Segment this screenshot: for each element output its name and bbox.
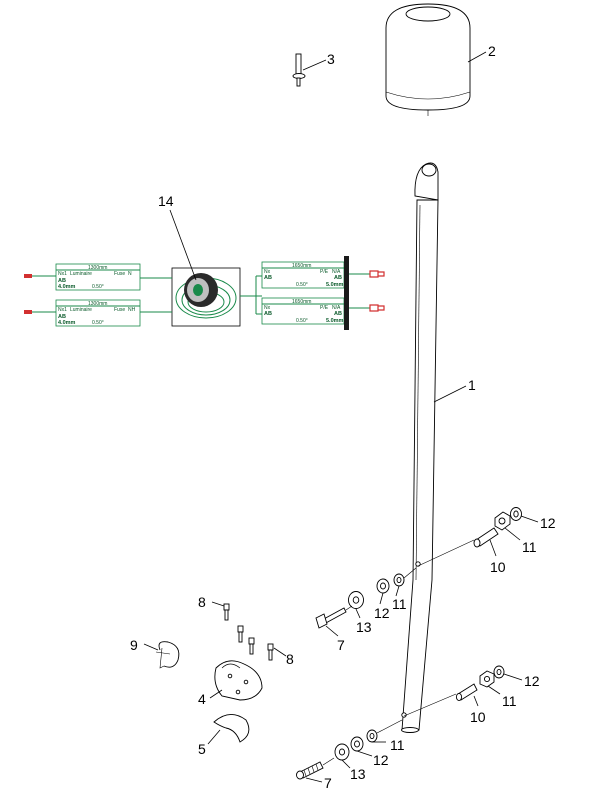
- callout-14: 14: [158, 193, 174, 209]
- svg-text:Nx: Nx: [264, 305, 271, 311]
- leader-11-upper: [504, 527, 521, 541]
- leader-7-upper: [325, 625, 339, 637]
- connector-left-bottom: [24, 310, 32, 314]
- svg-text:AB: AB: [58, 314, 66, 320]
- wiring-box-top-left: 1300mm Nx1 Luminaire Fuse N AB 4.0mm 0.5…: [55, 263, 141, 291]
- callout-5: 5: [198, 741, 206, 757]
- leader-14: [169, 209, 197, 281]
- leader-12-lower-right: [503, 673, 523, 681]
- leader-12-lower: [356, 750, 373, 757]
- wiring-box-top-right: 1650mm Nx P/E N/A AB AB 0.50° 5.0mm: [261, 261, 345, 289]
- svg-text:AB: AB: [334, 275, 342, 281]
- svg-text:P/E: P/E: [320, 269, 329, 275]
- leader-11-lower-right: [487, 685, 501, 695]
- part-4-base-cover: [214, 660, 263, 701]
- svg-text:AB: AB: [58, 278, 66, 284]
- svg-text:4.0mm: 4.0mm: [58, 284, 76, 290]
- svg-text:Luminaire: Luminaire: [70, 271, 92, 277]
- leader-10-upper: [489, 539, 497, 557]
- callout-12-lower-right: 12: [524, 673, 540, 689]
- leader-7-lower: [305, 777, 323, 783]
- svg-text:0.50°: 0.50°: [92, 320, 104, 326]
- callout-2: 2: [488, 43, 496, 59]
- leader-4: [209, 689, 223, 699]
- leader-8-right: [273, 647, 287, 657]
- callout-11-mid: 11: [392, 596, 407, 612]
- svg-text:Fuse: Fuse: [114, 271, 125, 277]
- callout-11-lower: 11: [390, 737, 405, 753]
- upper-hardware: [315, 507, 522, 629]
- callout-1: 1: [468, 377, 476, 393]
- svg-text:N/A: N/A: [332, 269, 341, 275]
- svg-text:AB: AB: [264, 275, 272, 281]
- callout-8-upper: 8: [198, 594, 206, 610]
- leader-10-lower: [473, 695, 479, 707]
- callout-10-lower: 10: [470, 709, 486, 725]
- part-5-base-ring: [213, 714, 250, 743]
- svg-text:Nx1: Nx1: [58, 307, 67, 313]
- leader-5: [207, 729, 221, 745]
- callout-9: 9: [130, 637, 138, 653]
- svg-text:N: N: [128, 271, 132, 277]
- lower-hardware: [296, 665, 505, 780]
- svg-text:1650mm: 1650mm: [292, 263, 311, 269]
- svg-text:0.50°: 0.50°: [296, 282, 308, 288]
- leader-12-mid: [379, 592, 384, 605]
- connector-left-top: [24, 274, 32, 278]
- leader-1: [433, 385, 467, 403]
- callout-13-lower: 13: [350, 766, 366, 782]
- part-9-clip: [155, 641, 180, 669]
- svg-text:4.0mm: 4.0mm: [58, 320, 76, 326]
- leader-2: [467, 51, 487, 63]
- part-2-luminaire-cap: [385, 3, 471, 116]
- svg-text:NH: NH: [128, 307, 136, 313]
- svg-text:AB: AB: [334, 311, 342, 317]
- svg-text:Nx: Nx: [264, 269, 271, 275]
- part-3-bolt: [292, 53, 306, 87]
- callout-7-upper: 7: [337, 637, 345, 653]
- leader-12-upper: [520, 515, 539, 523]
- callout-12-lower: 12: [373, 752, 389, 768]
- callout-11-upper: 11: [522, 539, 537, 555]
- leader-13-upper: [355, 608, 361, 619]
- svg-text:0.50°: 0.50°: [92, 284, 104, 290]
- svg-text:Nx1: Nx1: [58, 271, 67, 277]
- part-1-pole: [401, 162, 439, 733]
- wiring-box-bottom-left: 1300mm Nx1 Luminaire Fuse NH AB 4.0mm 0.…: [55, 299, 141, 327]
- connector-right-top: [369, 270, 385, 278]
- leader-13-lower: [341, 759, 351, 769]
- svg-text:P/E: P/E: [320, 305, 329, 311]
- callout-3: 3: [327, 51, 335, 67]
- svg-text:1650mm: 1650mm: [292, 299, 311, 305]
- terminal-bar: [344, 256, 349, 330]
- callout-7-lower: 7: [324, 775, 332, 791]
- callout-10-upper: 10: [490, 559, 506, 575]
- leader-8-upper: [211, 601, 225, 607]
- leader-3: [302, 59, 327, 71]
- leader-11-mid: [395, 585, 400, 597]
- callout-11-lower-right: 11: [502, 693, 517, 709]
- svg-text:5.0mm: 5.0mm: [326, 282, 344, 288]
- part-8-screws: [223, 603, 274, 661]
- svg-text:Fuse: Fuse: [114, 307, 125, 313]
- svg-text:0.50°: 0.50°: [296, 318, 308, 324]
- callout-13-upper: 13: [356, 619, 372, 635]
- svg-text:AB: AB: [264, 311, 272, 317]
- callout-12-upper: 12: [540, 515, 556, 531]
- callout-4: 4: [198, 691, 206, 707]
- callout-12-mid: 12: [374, 605, 390, 621]
- svg-text:1300mm: 1300mm: [88, 301, 107, 307]
- callout-8-right: 8: [286, 651, 294, 667]
- leader-9: [143, 643, 159, 651]
- svg-text:1300mm: 1300mm: [88, 265, 107, 271]
- connector-right-bottom: [369, 304, 385, 312]
- wiring-box-bottom-right: 1650mm Nx P/E N/A AB AB 0.50° 5.0mm: [261, 297, 345, 325]
- svg-text:5.0mm: 5.0mm: [326, 318, 344, 324]
- part-14-wiring-assembly: 1300mm Nx1 Luminaire Fuse N AB 4.0mm 0.5…: [24, 256, 385, 330]
- svg-text:Luminaire: Luminaire: [70, 307, 92, 313]
- svg-text:N/A: N/A: [332, 305, 341, 311]
